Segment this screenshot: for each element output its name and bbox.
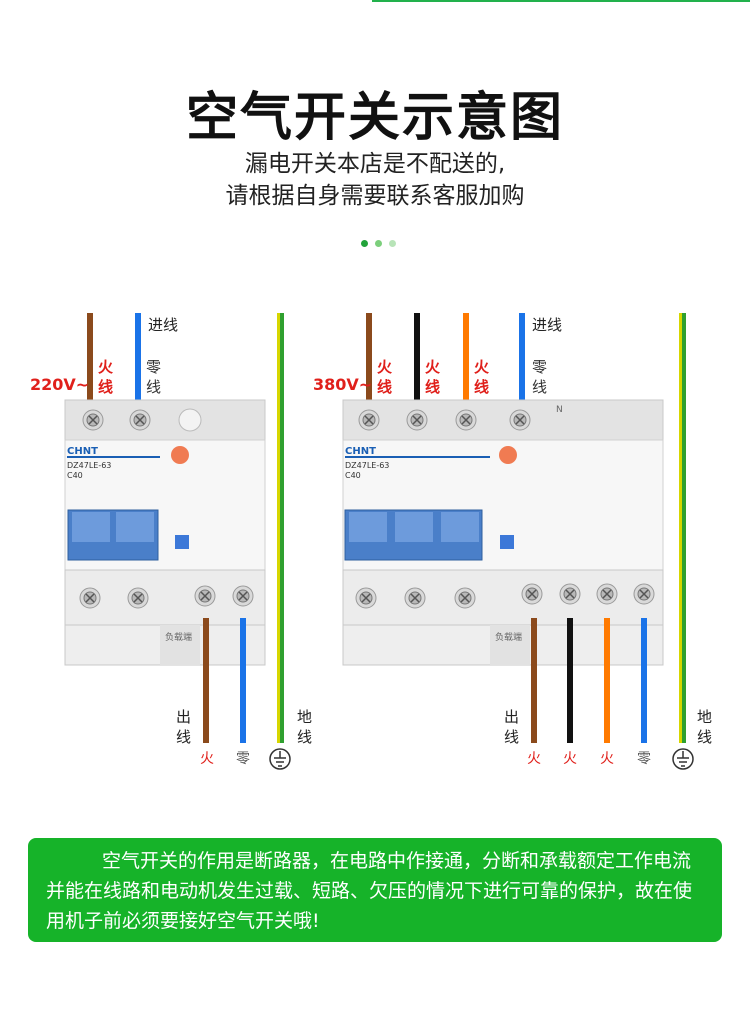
right-out-live-wire-2 <box>567 618 573 743</box>
left-in-neutral-wire <box>135 313 141 403</box>
right-neutral-char-1: 零 <box>532 358 547 376</box>
left-neutral-label: 零 线 <box>146 358 161 396</box>
right-live-label-2: 火线 <box>425 358 441 396</box>
subtitle: 漏电开关本店是不配送的, 请根据自身需要联系客服加购 <box>0 148 750 212</box>
left-brand: CHNT <box>67 446 98 457</box>
right-load-label: 负载端 <box>495 631 522 643</box>
left-out-neutral-wire <box>240 618 246 743</box>
right-out-label: 出 线 <box>504 708 519 746</box>
right-voltage-label: 380V~ <box>313 375 372 394</box>
right-earth-icon <box>672 748 694 770</box>
carousel-dots <box>361 232 398 251</box>
right-brand: CHNT <box>345 446 376 457</box>
right-out-neutral-label: 零 <box>637 751 651 767</box>
left-in-label: 进线 <box>148 316 178 334</box>
right-out-char-1: 出 <box>504 708 519 726</box>
left-out-label: 出 线 <box>176 708 191 746</box>
left-in-live-wire <box>87 313 93 403</box>
subtitle-line-2: 请根据自身需要联系客服加购 <box>225 183 525 209</box>
right-out-live-label-2: 火 <box>563 751 577 767</box>
right-breaker: 进线 火线 火线 火线 零 线 380V~ N CHNT DZ47LE-63 C… <box>313 313 712 770</box>
left-breaker: 进线 火 线 零 线 220V~ CHNT DZ47LE-63 C40 <box>30 313 312 770</box>
right-out-live-label-1: 火 <box>527 751 541 767</box>
svg-text:线: 线 <box>377 378 392 396</box>
right-neutral-label: 零 线 <box>532 358 547 396</box>
left-earth-wire <box>277 313 284 743</box>
right-in-label: 进线 <box>532 316 562 334</box>
wiring-diagram: 进线 火 线 零 线 220V~ CHNT DZ47LE-63 C40 <box>30 313 712 770</box>
dot <box>375 240 383 247</box>
svg-text:火: 火 <box>377 358 393 376</box>
info-box: 空气开关的作用是断路器，在电路中作接通，分断和承载额定工作电流并能在线路和电动机… <box>28 838 722 942</box>
svg-text:火: 火 <box>425 358 441 376</box>
right-live-label-3: 火线 <box>474 358 490 396</box>
right-neutral-char-2: 线 <box>532 378 547 396</box>
right-out-live-wire-1 <box>531 618 537 743</box>
right-live-label-1: 火线 <box>377 358 393 396</box>
left-out-char-1: 出 <box>176 708 191 726</box>
svg-text:火: 火 <box>474 358 490 376</box>
dot-active <box>361 240 368 247</box>
left-live-char-2: 线 <box>98 378 113 396</box>
left-earth-char-1: 地 <box>297 708 312 726</box>
right-earth-char-1: 地 <box>697 708 712 726</box>
left-out-live-label: 火 <box>200 751 214 767</box>
svg-text:线: 线 <box>425 378 440 396</box>
left-out-neutral-label: 零 <box>236 751 250 767</box>
right-n-label: N <box>556 405 563 415</box>
right-in-live-wire-1 <box>366 313 372 403</box>
subtitle-line-1: 漏电开关本店是不配送的, <box>244 151 506 177</box>
dot <box>389 240 397 247</box>
left-rating: C40 <box>67 471 83 480</box>
left-live-label: 火 线 <box>98 358 114 396</box>
left-model: DZ47LE-63 <box>67 461 111 470</box>
left-neutral-char-1: 零 <box>146 358 161 376</box>
right-earth-label: 地 线 <box>697 708 712 746</box>
left-earth-label: 地 线 <box>297 708 312 746</box>
left-live-char-1: 火 <box>98 358 114 376</box>
left-voltage-label: 220V~ <box>30 375 89 394</box>
svg-text:线: 线 <box>474 378 489 396</box>
right-model: DZ47LE-63 <box>345 461 389 470</box>
left-out-char-2: 线 <box>176 728 191 746</box>
right-earth-char-2: 线 <box>697 728 712 746</box>
right-out-char-2: 线 <box>504 728 519 746</box>
left-neutral-char-2: 线 <box>146 378 161 396</box>
right-rating: C40 <box>345 471 361 480</box>
page-title: 空气开关示意图 <box>185 88 564 148</box>
right-in-live-wire-3 <box>463 313 469 403</box>
top-accent-line <box>372 0 750 2</box>
left-load-label: 负载端 <box>165 631 192 643</box>
right-earth-wire <box>679 313 686 743</box>
left-earth-char-2: 线 <box>297 728 312 746</box>
left-earth-icon <box>269 748 291 770</box>
left-out-live-wire <box>203 618 209 743</box>
right-out-neutral-wire <box>641 618 647 743</box>
right-in-live-wire-2 <box>414 313 420 403</box>
right-in-neutral-wire <box>519 313 525 403</box>
right-out-live-label-3: 火 <box>600 751 614 767</box>
right-out-live-wire-3 <box>604 618 610 743</box>
